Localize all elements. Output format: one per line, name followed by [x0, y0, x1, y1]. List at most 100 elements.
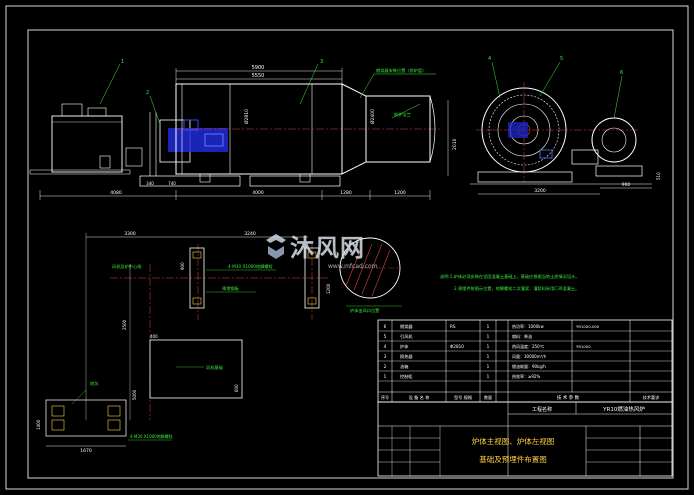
header-remark: 技术要求	[643, 394, 661, 401]
label-outlet-section: 炉体出风口位置	[350, 307, 379, 314]
row-4-code: Φ2810	[450, 344, 464, 349]
row-1-qty: 1	[487, 374, 490, 379]
fan-pit	[149, 339, 243, 399]
tech-row-2: 燃料：柴油	[512, 333, 532, 339]
label-center-line: 风机及炉中心线	[112, 263, 142, 270]
dim-main-top-outer: 5900	[252, 65, 265, 71]
dim-main-bottom-a: 4000	[252, 190, 264, 196]
watermark: 沐风网 www.mfcad.com	[266, 234, 378, 270]
header-qty: 数量	[484, 394, 492, 400]
inner-frame	[27, 29, 674, 479]
dim-main-bottom-c: 1200	[394, 190, 406, 196]
label-embedded-plate: 预埋钢板	[222, 285, 240, 292]
dim-plan-bottom: 1670	[80, 448, 92, 454]
dim-plan-top-b: 3240	[244, 231, 256, 237]
dim-plan-mid-b: 1200	[326, 283, 331, 294]
row-2-qty: 1	[487, 364, 490, 369]
dim-left-offset-b: 740	[168, 181, 176, 186]
dim-main-bottom-b: 1280	[340, 190, 352, 196]
row-1-name: 控制柜	[400, 373, 413, 380]
callout-4: 4	[488, 56, 491, 62]
row-6-code: RS	[450, 324, 456, 329]
row-6-name: 燃烧器	[400, 323, 413, 330]
outer-frame	[5, 5, 689, 490]
row-6-no: 6	[384, 324, 387, 329]
drawing-title-2: 基础及预埋件布置图	[479, 454, 547, 464]
callout-1: 1	[121, 59, 124, 65]
note-flange: 前炉法兰	[394, 111, 411, 118]
label-anchor: 4-M30 X1000地脚螺栓	[228, 263, 274, 270]
front-view: 5900 5550 Ø2810 Ø2400	[29, 59, 458, 200]
row-4-name: 炉体	[400, 343, 409, 350]
side-view: 3200 900 510 4 5 6	[470, 56, 661, 195]
header-code: 型号 规格	[454, 394, 473, 401]
row-3-name: 换热器	[400, 353, 413, 360]
label-fan-foundation: 风机基础	[206, 364, 223, 371]
row-2-no: 2	[384, 364, 387, 369]
callout-2: 2	[146, 90, 149, 96]
callout-6: 6	[620, 70, 623, 76]
dim-left-offset-a: 340	[146, 181, 154, 186]
dim-plan-top-a: 3300	[124, 231, 136, 237]
row-3-qty: 1	[487, 354, 490, 359]
notes-block: 说明:1.炉体必须安装在坚固混凝土基础上，基础应根据当地土质情况设计。 2.预埋…	[440, 273, 579, 292]
outlet-duct	[365, 95, 431, 163]
row-4-qty: 1	[487, 344, 490, 349]
row-1-no: 1	[384, 374, 387, 379]
dim-plan-mid-a: 900	[180, 262, 185, 270]
dim-plan-box-w: 600	[234, 384, 239, 392]
tech-row-5: 燃油耗量：90kg/h	[512, 363, 546, 369]
drawing-code-1: YR1000-000	[576, 324, 600, 329]
watermark-url: www.mfcad.com	[328, 263, 378, 270]
foundation-plan: 3300 3240 风机及炉中心线 4-M30 X1000地脚螺栓 预埋钢板 9…	[36, 231, 331, 454]
header-name: 设 备 名 称	[409, 394, 430, 401]
tech-row-4: 风量：30000m³/h	[512, 353, 547, 359]
drawing-title-1: 炉体主视图、炉体左视图	[472, 436, 555, 446]
row-2-name: 油箱	[400, 363, 408, 370]
dim-plan-left: 2500	[122, 319, 127, 330]
tech-row-1: 热功率：1000kw	[512, 323, 544, 329]
row-4-no: 4	[384, 344, 387, 349]
dim-main-height: 2010	[452, 138, 458, 150]
note-line-1: 说明:1.炉体必须安装在坚固混凝土基础上，基础应根据当地土质情况设计。	[440, 273, 579, 280]
anchor-pad-left	[189, 247, 205, 309]
dim-side-right-a: 900	[622, 182, 631, 188]
watermark-brand: 沐风网	[290, 234, 365, 262]
label-pit: 地坑	[90, 380, 99, 387]
fan-housing	[591, 117, 637, 163]
parts-table: 6 燃烧器 RS 1 5 引风机 1 4 炉体 Φ2810 1 3 换热器 1 …	[377, 319, 673, 403]
note-line-2: 2.预埋件按图示位置，地脚螺栓二次灌浆，灌浆料采用C30混凝土。	[454, 285, 579, 292]
row-5-name: 引风机	[400, 333, 413, 340]
dim-main-top-inner: 5550	[252, 73, 265, 79]
title-block: 工程名称 YR10燃油热风炉 炉体主视图、炉体左视图 基础及预埋件布置图	[377, 401, 673, 477]
fan-pad-group	[45, 399, 127, 437]
drawing-code-2: YR1000	[576, 344, 591, 349]
dim-dia-1: Ø2810	[243, 109, 250, 124]
tech-row-6: 热效率：≥92%	[512, 373, 540, 379]
callout-3: 3	[320, 59, 323, 65]
tech-row-3: 热风温度：250℃	[512, 343, 545, 349]
row-6-qty: 1	[487, 324, 490, 329]
project-value: YR10燃油热风炉	[602, 405, 645, 413]
row-5-no: 5	[384, 334, 387, 339]
dim-side-right-b: 510	[656, 172, 661, 180]
row-5-qty: 1	[487, 334, 490, 339]
oil-tank	[51, 115, 123, 173]
dim-plan-small-c: 400	[150, 334, 158, 339]
header-no: 序号	[381, 394, 389, 400]
callout-5: 5	[560, 56, 563, 62]
dim-side-width: 3200	[534, 188, 546, 194]
dim-dia-2: Ø2400	[369, 109, 376, 124]
dim-plan-box-side: 1400	[36, 419, 41, 430]
watermark-logo-icon	[266, 234, 286, 259]
note-burner: 燃烧器安装位置（前炉盘）	[376, 67, 426, 74]
outlet-section: 炉体出风口位置	[339, 237, 402, 314]
header-tech: 技 术 参 数	[557, 394, 580, 401]
dim-plan-height: 5000	[132, 389, 137, 400]
label-anchor-3: 4-M20 X1000地脚螺栓	[130, 433, 173, 439]
row-3-no: 3	[384, 354, 387, 359]
dim-main-left: 4080	[110, 190, 122, 196]
project-label: 工程名称	[532, 406, 552, 413]
anchor-pad-right	[304, 247, 320, 309]
